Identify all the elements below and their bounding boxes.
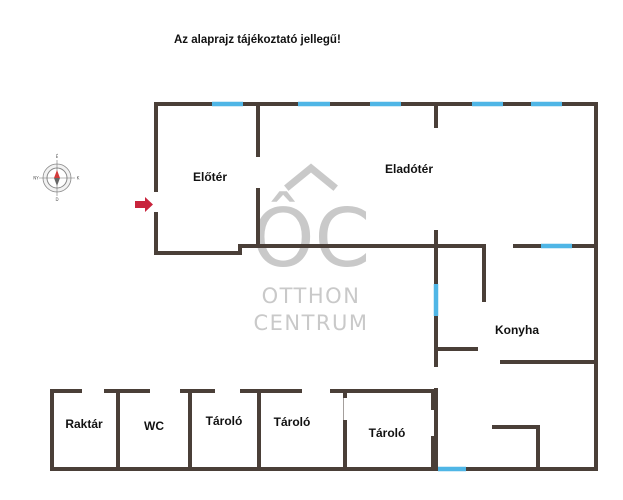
watermark-line1: OTTHON bbox=[262, 284, 361, 308]
watermark-logo: ÔC OTTHON CENTRUM bbox=[252, 163, 371, 335]
compass-west: NY bbox=[33, 176, 39, 181]
room-label-eloter: Előtér bbox=[193, 170, 227, 184]
watermark-monogram: ÔC bbox=[252, 191, 371, 285]
room-label-eladoter: Eladótér bbox=[385, 162, 433, 176]
compass-needle-north bbox=[54, 170, 60, 178]
room-label-tarolo-3: Tároló bbox=[369, 426, 406, 440]
compass-east: K bbox=[77, 176, 80, 181]
room-labels: Előtér Eladótér Konyha Raktár WC Tároló … bbox=[65, 162, 539, 440]
room-label-wc: WC bbox=[144, 419, 164, 433]
room-label-tarolo-1: Tároló bbox=[206, 414, 243, 428]
windows bbox=[212, 101, 572, 472]
room-label-tarolo-2: Tároló bbox=[274, 415, 311, 429]
door-openings bbox=[82, 388, 349, 420]
compass-north: É bbox=[56, 154, 59, 159]
disclaimer-note: Az alaprajz tájékoztató jellegű! bbox=[174, 34, 341, 46]
room-label-konyha: Konyha bbox=[495, 323, 539, 337]
room-label-raktar: Raktár bbox=[65, 417, 103, 431]
compass-icon: É D K NY bbox=[33, 154, 79, 202]
compass-south: D bbox=[55, 197, 58, 202]
compass-needle-south bbox=[54, 178, 60, 186]
watermark-roof-icon bbox=[284, 163, 338, 191]
entrance-arrow-icon bbox=[135, 197, 153, 212]
watermark-line2: CENTRUM bbox=[253, 311, 368, 335]
